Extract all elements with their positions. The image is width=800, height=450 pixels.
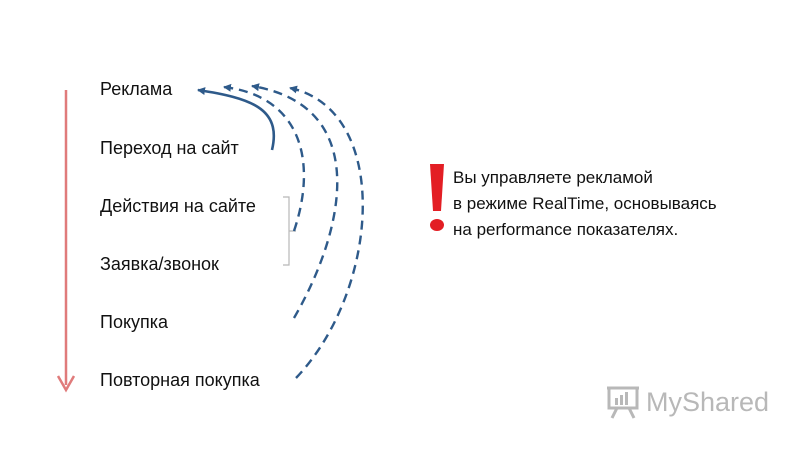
- logo-text: MyShared: [646, 386, 770, 417]
- message-line: на performance показателях.: [453, 220, 679, 239]
- exclamation-mark-icon: [430, 164, 444, 231]
- timeline-arrow: [56, 90, 76, 393]
- step-purchase: Покупка: [100, 312, 169, 332]
- presentation-board-icon: [607, 386, 639, 419]
- message-line: Вы управляете рекламой: [453, 168, 653, 187]
- message-line: в режиме RealTime, основываясь: [453, 194, 717, 213]
- step-site-actions: Действия на сайте: [100, 196, 256, 216]
- myshared-logo: MyShared: [606, 384, 769, 420]
- flow-arrow-actions: [223, 83, 306, 232]
- step-ad: Реклама: [100, 79, 173, 99]
- message-text: Вы управляете рекламой в режиме RealTime…: [453, 165, 793, 243]
- step-lead-call: Заявка/звонок: [100, 254, 219, 274]
- flow-arrow-purchase: [251, 83, 339, 319]
- step-repeat-purchase: Повторная покупка: [100, 370, 260, 390]
- step-site-visit: Переход на сайт: [100, 138, 239, 158]
- flow-arrow-visit: [197, 87, 275, 151]
- flow-arrow-repeat-purchase: [289, 85, 364, 379]
